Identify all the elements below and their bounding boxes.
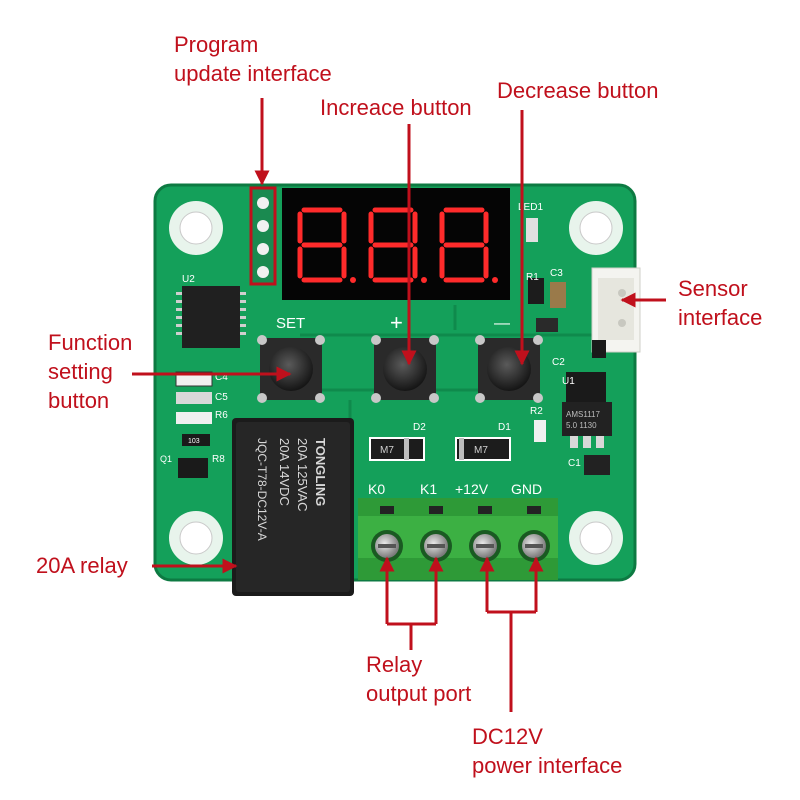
sensor-label-line2: interface	[678, 305, 763, 330]
relay-output-line1: Relay	[366, 652, 423, 677]
terminal-screw[interactable]	[518, 530, 550, 562]
annotation-arrows	[132, 98, 666, 712]
svg-text:C2: C2	[552, 357, 565, 368]
svg-text:D1: D1	[498, 422, 511, 433]
svg-text:D2: D2	[413, 422, 426, 433]
decrease-button-label: Decrease button	[497, 78, 659, 103]
svg-text:C5: C5	[215, 392, 228, 403]
svg-text:C3: C3	[550, 268, 563, 279]
svg-text:AMS1117: AMS1117	[566, 410, 600, 419]
increase-button-label: Increace button	[320, 95, 472, 120]
seven-segment-display	[282, 188, 510, 300]
svg-text:LED1: LED1	[518, 202, 543, 213]
svg-text:K0: K0	[368, 481, 385, 497]
svg-text:TONGLING: TONGLING	[313, 438, 328, 506]
svg-text:SET: SET	[276, 315, 305, 332]
program-header	[249, 186, 277, 286]
function-label-line1: Function	[48, 330, 133, 355]
terminal-labels: K0 K1 +12V GND	[368, 481, 542, 497]
function-setting-label: Function setting button	[48, 328, 132, 415]
terminal-screw[interactable]	[469, 530, 501, 562]
display-decimal-point	[492, 277, 498, 283]
power-interface-label: DC12V power interface	[472, 722, 622, 780]
program-label-line2: update interface	[174, 61, 332, 86]
svg-text:20A 125VAC: 20A 125VAC	[295, 438, 310, 511]
relay-label: 20A relay	[36, 553, 128, 578]
svg-text:20A 14VDC: 20A 14VDC	[277, 438, 292, 506]
svg-text:C1: C1	[568, 458, 581, 469]
function-label-line3: button	[48, 388, 110, 413]
relay: TONGLING 20A 125VAC 20A 14VDC JQC-T78-DC…	[232, 418, 354, 596]
relay-output-line2: output port	[366, 681, 472, 706]
terminal-block	[358, 498, 558, 580]
svg-text:M7: M7	[474, 445, 488, 456]
svg-text:M7: M7	[380, 445, 394, 456]
svg-text:103: 103	[188, 438, 200, 445]
program-label-line1: Program	[174, 32, 259, 57]
mounting-hole	[569, 201, 623, 255]
relay-output-label: Relay output port	[366, 650, 471, 708]
svg-text:U1: U1	[562, 376, 575, 387]
svg-text:K1: K1	[420, 481, 437, 497]
svg-text:R6: R6	[215, 410, 228, 421]
terminal-screw[interactable]	[420, 530, 452, 562]
svg-text:JQC-T78-DC12V-A: JQC-T78-DC12V-A	[255, 438, 269, 541]
svg-text:+: +	[390, 310, 403, 335]
program-update-label: Program update interface	[174, 30, 332, 88]
sensor-connector	[591, 267, 641, 353]
diode-d1: M7 D1	[455, 422, 511, 461]
svg-text:Q1: Q1	[160, 454, 172, 464]
svg-text:R8: R8	[212, 454, 225, 465]
svg-text:R1: R1	[526, 272, 539, 283]
led1: LED1	[518, 202, 543, 242]
svg-text:5.0 1130: 5.0 1130	[566, 421, 597, 430]
terminal-screw[interactable]	[371, 530, 403, 562]
svg-text:—: —	[494, 315, 510, 332]
display-decimal-point	[421, 277, 427, 283]
svg-text:R2: R2	[530, 406, 543, 417]
function-label-line2: setting	[48, 359, 113, 384]
svg-text:C4: C4	[215, 372, 228, 383]
power-label-line2: power interface	[472, 753, 623, 778]
display-decimal-point	[350, 277, 356, 283]
svg-text:U2: U2	[182, 274, 195, 285]
svg-text:+12V: +12V	[455, 481, 489, 497]
diode-d2: M7 D2	[369, 422, 426, 461]
mounting-hole	[169, 511, 223, 565]
mounting-hole	[569, 511, 623, 565]
svg-text:GND: GND	[511, 481, 542, 497]
mounting-hole	[169, 201, 223, 255]
sensor-label-line1: Sensor	[678, 276, 748, 301]
sensor-interface-label: Sensor interface	[678, 274, 762, 332]
power-label-line1: DC12V	[472, 724, 543, 749]
smd-components-right: AMS1117 5.0 1130 R1 C3 C2 U1 R2 C1	[526, 268, 612, 475]
